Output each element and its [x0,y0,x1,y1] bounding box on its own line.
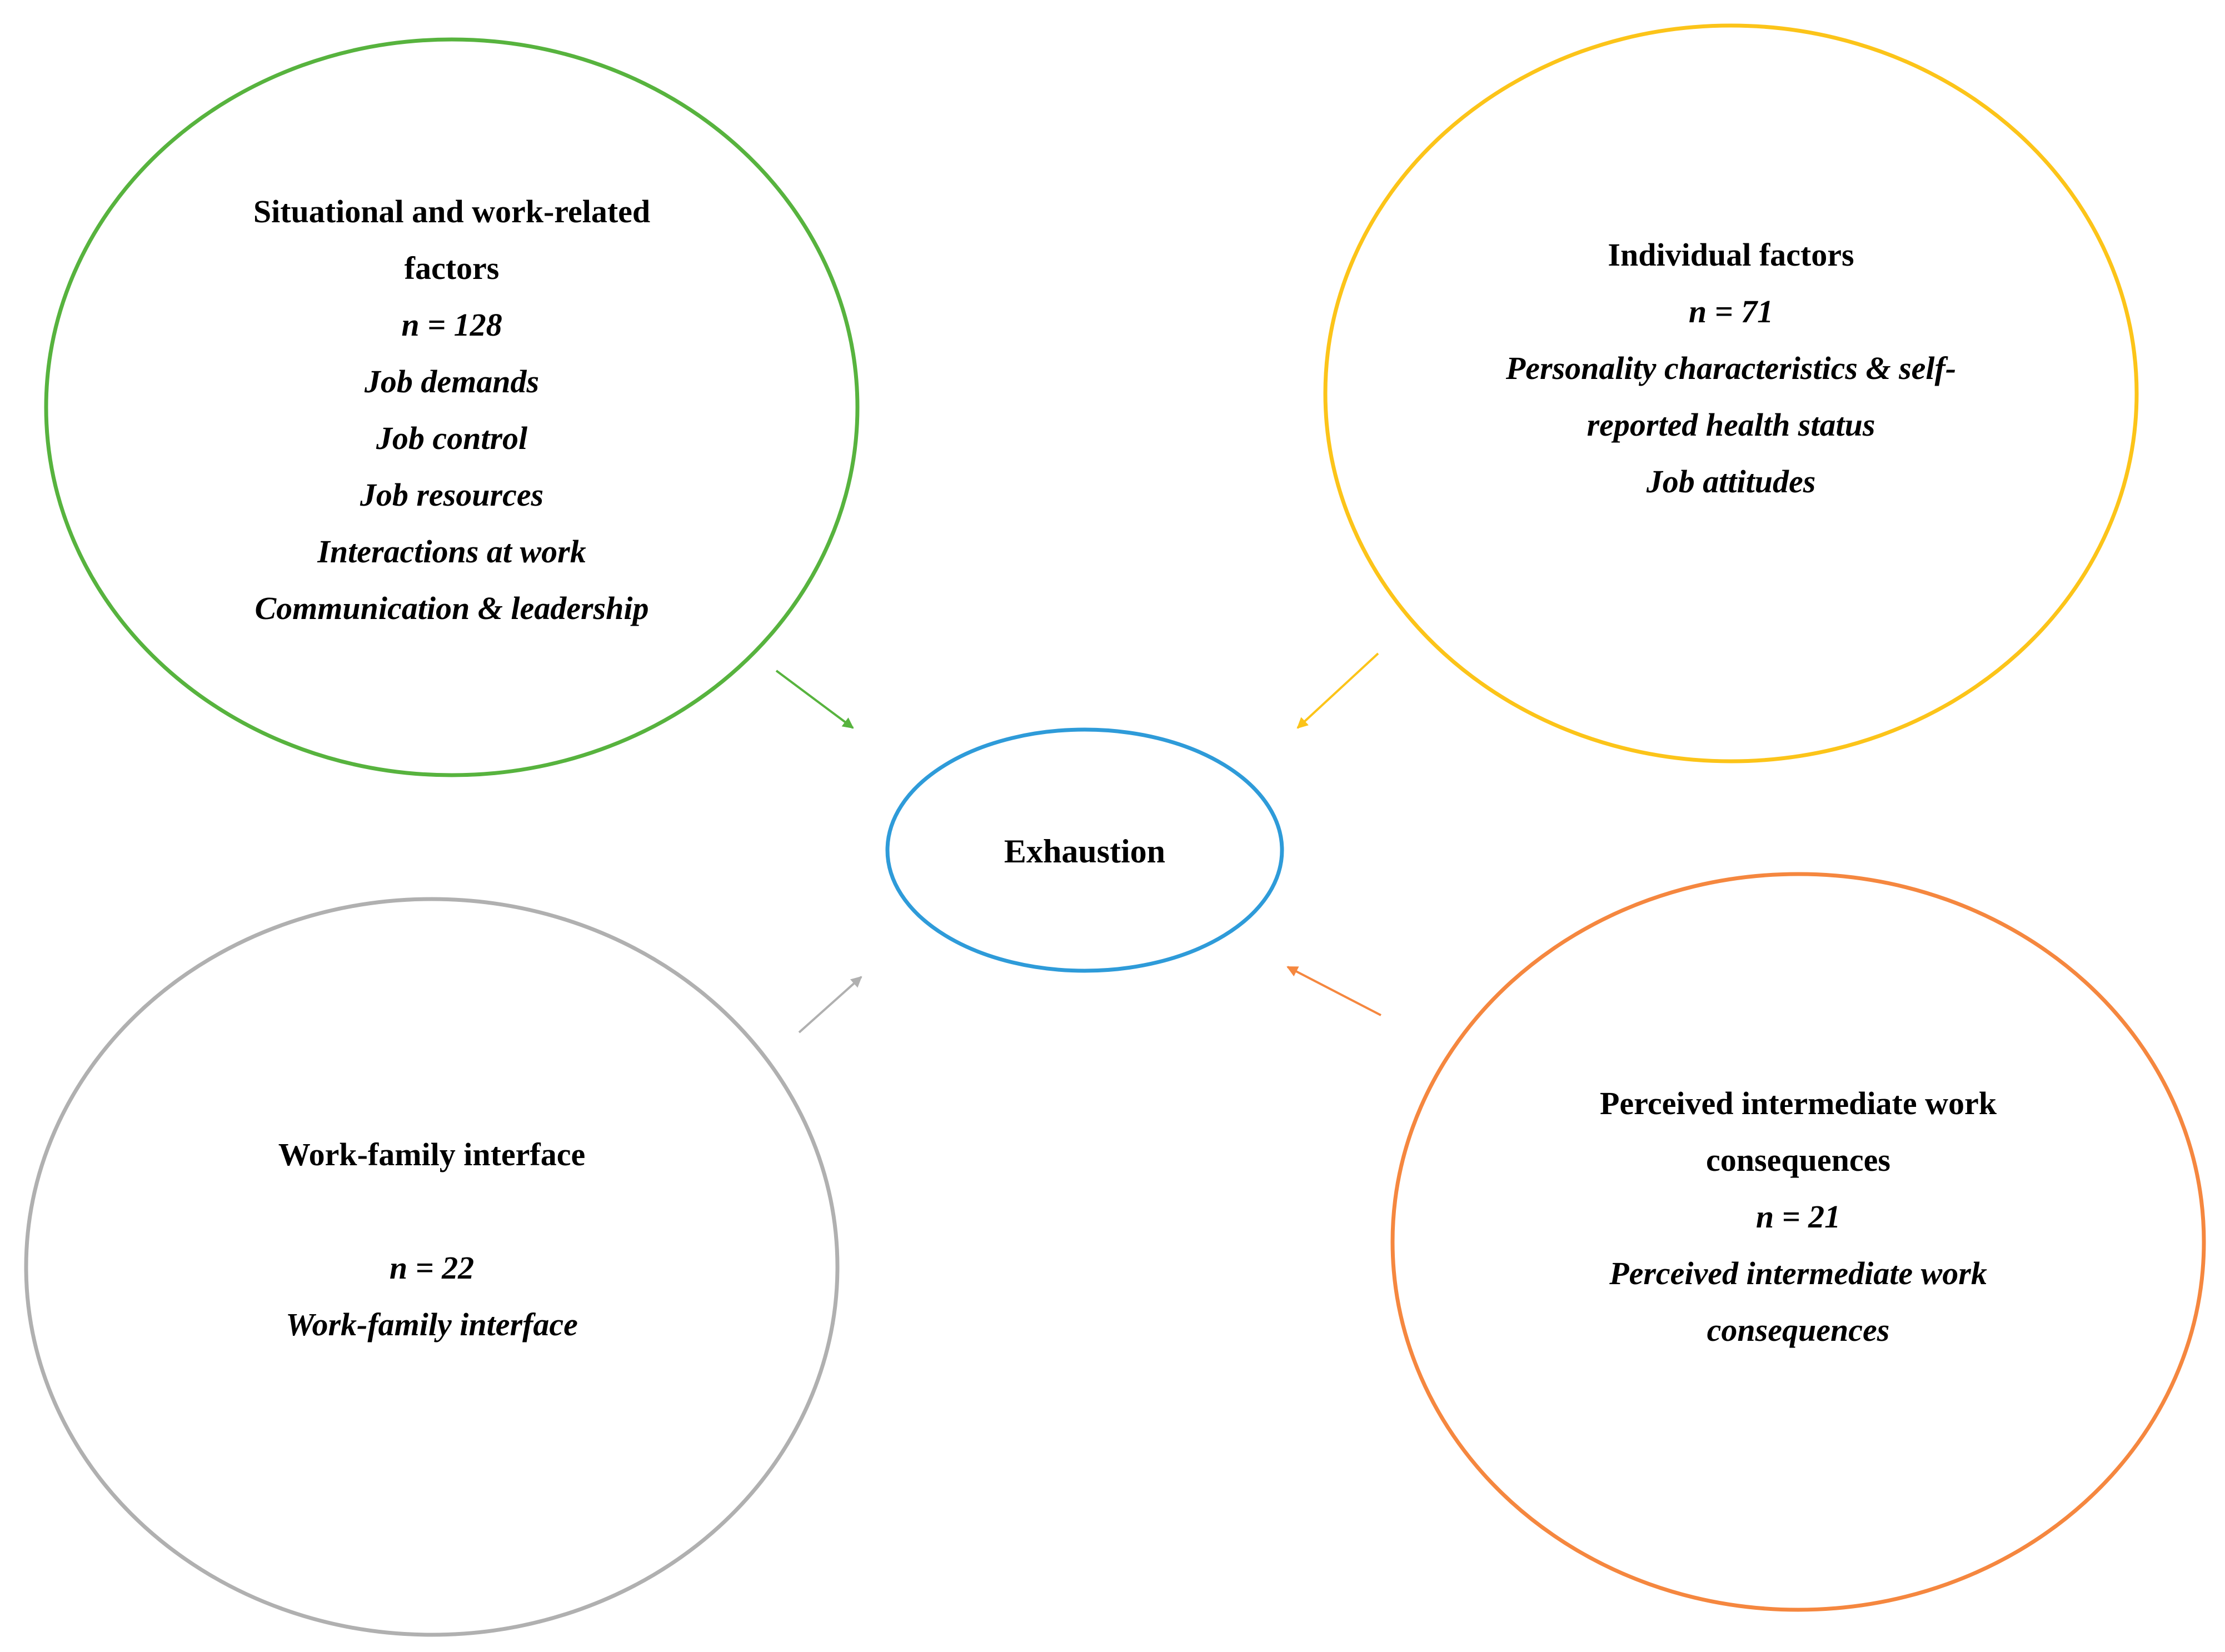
node-individual-title: Individual factors [1608,237,1854,273]
node-individual: Individual factors n = 71 Personality ch… [1323,23,2139,763]
node-situational-title-line2: factors [405,250,500,286]
node-perceived-item: consequences [1707,1312,1890,1348]
node-work-family: Work-family interface n = 22 Work-family… [24,897,840,1637]
arrow-work-family-to-exhaustion [798,976,862,1034]
node-perceived-title-line1: Perceived intermediate work [1600,1085,1997,1121]
node-perceived-item: Perceived intermediate work [1609,1255,1987,1291]
node-individual-count: n = 71 [1689,293,1773,330]
node-individual-item: Personality characteristics & self- [1505,350,1956,386]
node-perceived-count: n = 21 [1756,1199,1840,1235]
node-perceived-ellipse [1390,872,2206,1612]
node-individual-ellipse [1323,23,2139,763]
node-perceived: Perceived intermediate work consequences… [1390,872,2206,1612]
node-exhaustion: Exhaustion [885,727,1284,973]
node-situational-title-line1: Situational and work-related [253,193,650,229]
arrow-perceived-to-exhaustion [1286,966,1381,1016]
node-work-family-ellipse [24,897,840,1637]
node-individual-item: Job attitudes [1646,463,1816,500]
node-situational-item: Communication & leadership [255,590,649,626]
node-situational-ellipse [44,37,860,777]
arrow-situational-to-exhaustion [775,670,854,729]
node-exhaustion-label: Exhaustion [1004,833,1165,870]
node-situational-item: Interactions at work [317,533,586,570]
node-work-family-count: n = 22 [390,1250,474,1286]
node-work-family-item: Work-family interface [286,1306,578,1342]
node-situational-item: Job demands [364,363,539,400]
node-work-family-title: Work-family interface [278,1136,585,1172]
arrow-individual-to-exhaustion [1296,652,1379,729]
node-perceived-title-line2: consequences [1706,1142,1890,1178]
node-situational: Situational and work-related factors n =… [44,37,860,777]
node-individual-item: reported health status [1587,407,1875,443]
node-exhaustion-ellipse [885,727,1284,973]
node-situational-item: Job resources [360,477,543,513]
node-situational-count: n = 128 [401,307,502,343]
node-situational-item: Job control [376,420,528,456]
